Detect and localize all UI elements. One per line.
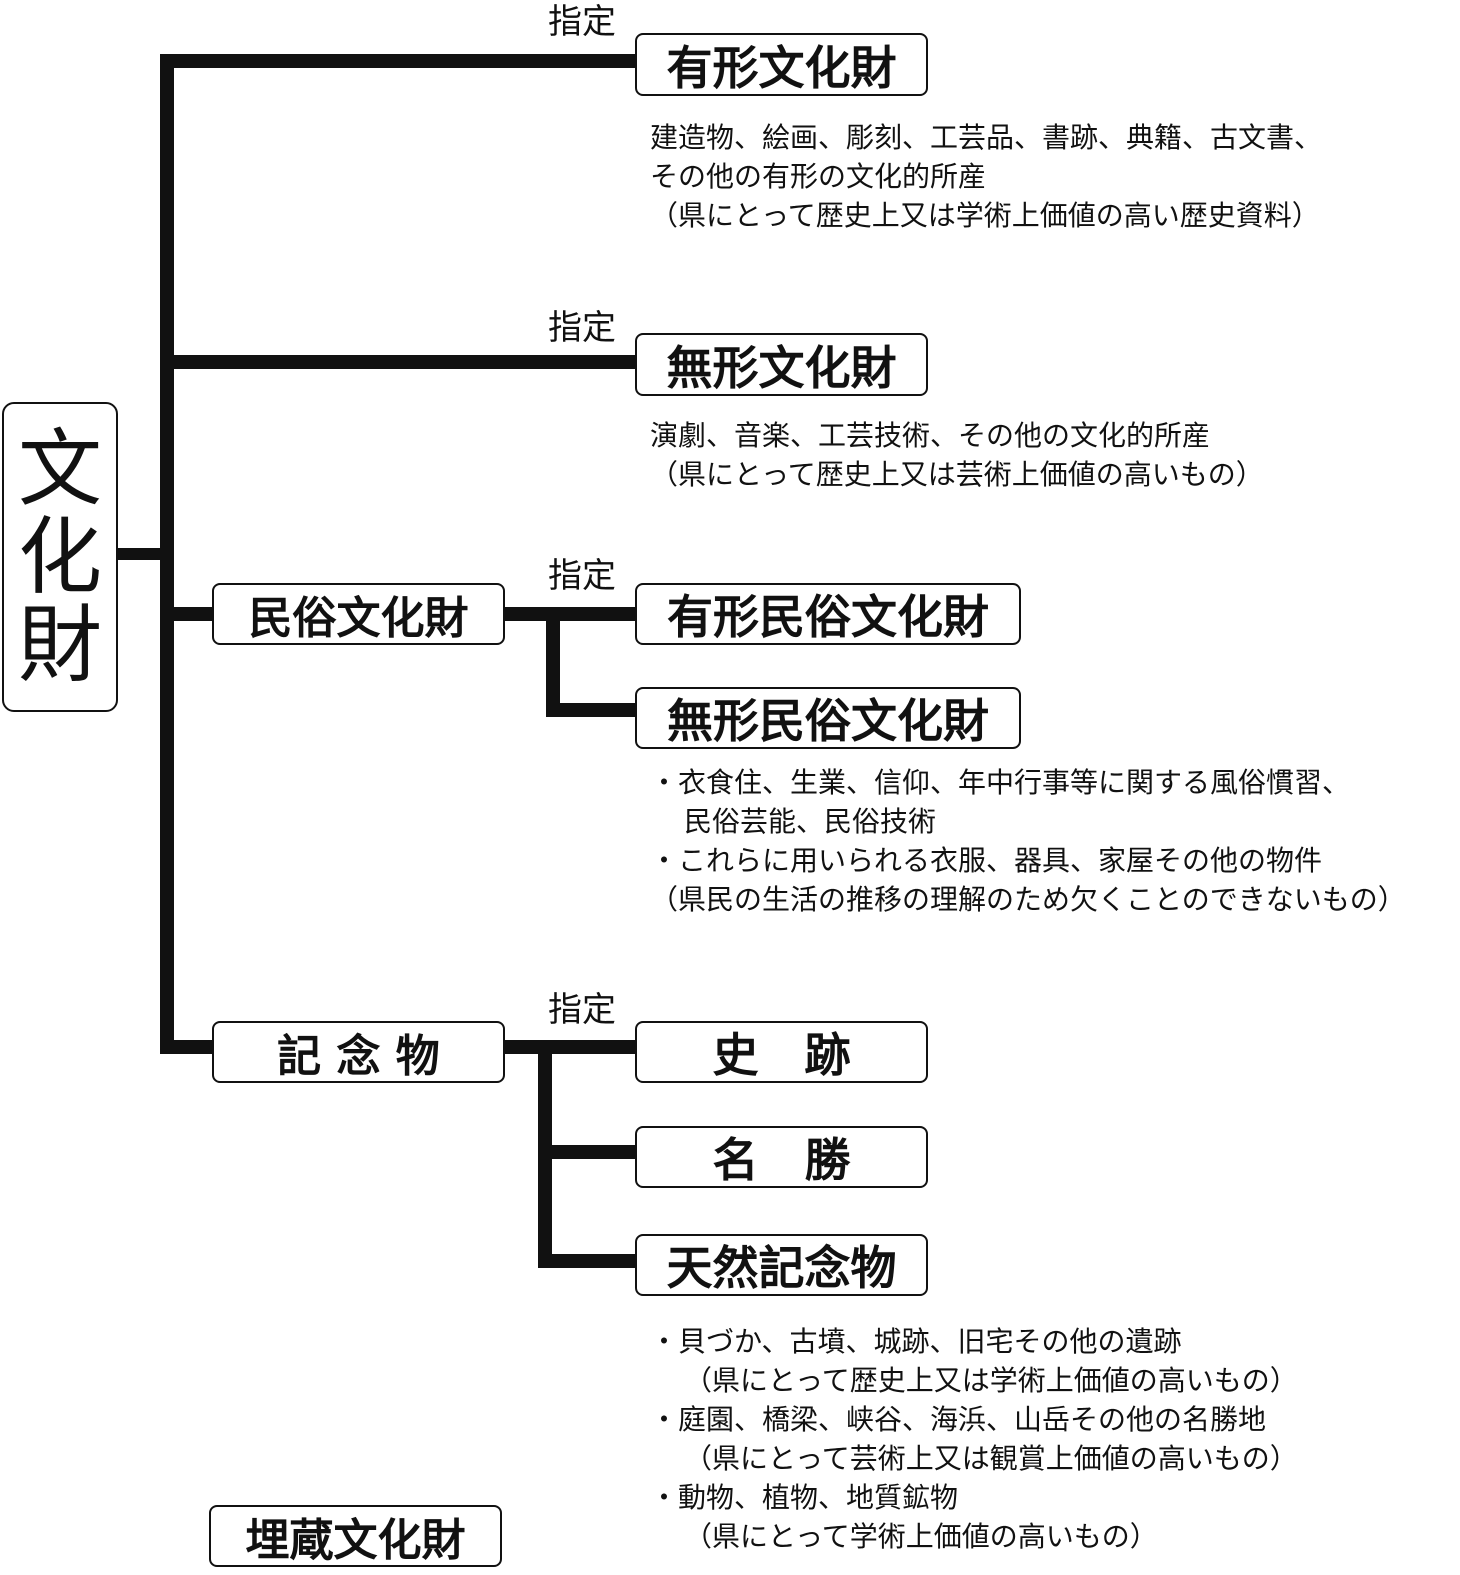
description-line: その他の有形の文化的所産: [650, 160, 987, 193]
description-line: ・衣食住、生業、信仰、年中行事等に関する風俗慣習、: [650, 766, 1351, 799]
root-char: 財: [17, 596, 102, 694]
root-node-cultural-property: 文 化 財: [2, 402, 118, 712]
designation-label: 指定: [548, 2, 616, 42]
description-line: ・動物、植物、地質鉱物: [650, 1481, 959, 1514]
branch-tangible: [160, 54, 637, 68]
folk-property-box: 民俗文化財: [212, 583, 505, 645]
description-line: （県にとって芸術上又は観賞上価値の高いもの）: [684, 1442, 1298, 1475]
tangible-folk-property-box: 有形民俗文化財: [635, 583, 1021, 645]
monuments-connector-natural: [538, 1254, 637, 1268]
description-line: 民俗芸能、民俗技術: [684, 805, 937, 838]
description-line: ・これらに用いられる衣服、器具、家屋その他の物件: [650, 844, 1323, 877]
monuments-description: ・貝づか、古墳、城跡、旧宅その他の遺跡 （県にとって歴史上又は学術上価値の高いも…: [650, 1322, 1298, 1556]
buried-property-box: 埋蔵文化財: [209, 1505, 502, 1567]
monuments-box: 記 念 物: [212, 1021, 505, 1083]
root-connector: [118, 548, 166, 560]
description-line: （県民の生活の推移の理解のため欠くことのできないもの）: [650, 883, 1406, 916]
monuments-connector-scenic: [538, 1145, 637, 1159]
branch-monuments: [160, 1040, 214, 1054]
description-line: （県にとって歴史上又は学術上価値の高い歴史資料）: [650, 199, 1320, 232]
tangible-property-box: 有形文化財: [635, 33, 928, 96]
scenic-beauty-box: 名 勝: [635, 1126, 928, 1188]
description-line: ・庭園、橋梁、峡谷、海浜、山岳その他の名勝地: [650, 1403, 1267, 1436]
root-char: 文: [17, 420, 102, 518]
intangible-property-box: 無形文化財: [635, 333, 928, 396]
root-char: 化: [17, 508, 102, 606]
historic-site-box: 史 跡: [635, 1021, 928, 1083]
designation-label: 指定: [548, 308, 616, 348]
folk-connector: [505, 607, 637, 621]
tangible-description: 建造物、絵画、彫刻、工芸品、書跡、典籍、古文書、 その他の有形の文化的所産 （県…: [650, 118, 1322, 235]
description-line: （県にとって歴史上又は学術上価値の高いもの）: [684, 1364, 1298, 1397]
description-line: 演劇、音楽、工芸技術、その他の文化的所産: [650, 419, 1211, 452]
intangible-folk-property-box: 無形民俗文化財: [635, 687, 1021, 749]
designation-label: 指定: [548, 990, 616, 1030]
folk-description: ・衣食住、生業、信仰、年中行事等に関する風俗慣習、 民俗芸能、民俗技術 ・これら…: [650, 763, 1406, 919]
main-trunk: [160, 54, 174, 1054]
folk-subtrunk: [546, 607, 560, 717]
description-line: ・貝づか、古墳、城跡、旧宅その他の遺跡: [650, 1325, 1182, 1358]
description-line: （県にとって歴史上又は芸術上価値の高いもの）: [650, 458, 1264, 491]
designation-label: 指定: [548, 556, 616, 596]
intangible-description: 演劇、音楽、工芸技術、その他の文化的所産 （県にとって歴史上又は芸術上価値の高い…: [650, 416, 1264, 494]
natural-monument-box: 天然記念物: [635, 1234, 928, 1296]
branch-intangible: [160, 355, 637, 369]
folk-connector-intangible: [546, 703, 637, 717]
description-line: （県にとって学術上価値の高いもの）: [684, 1520, 1158, 1553]
description-line: 建造物、絵画、彫刻、工芸品、書跡、典籍、古文書、: [650, 121, 1323, 154]
branch-folk: [160, 607, 214, 621]
monuments-connector: [505, 1040, 637, 1054]
